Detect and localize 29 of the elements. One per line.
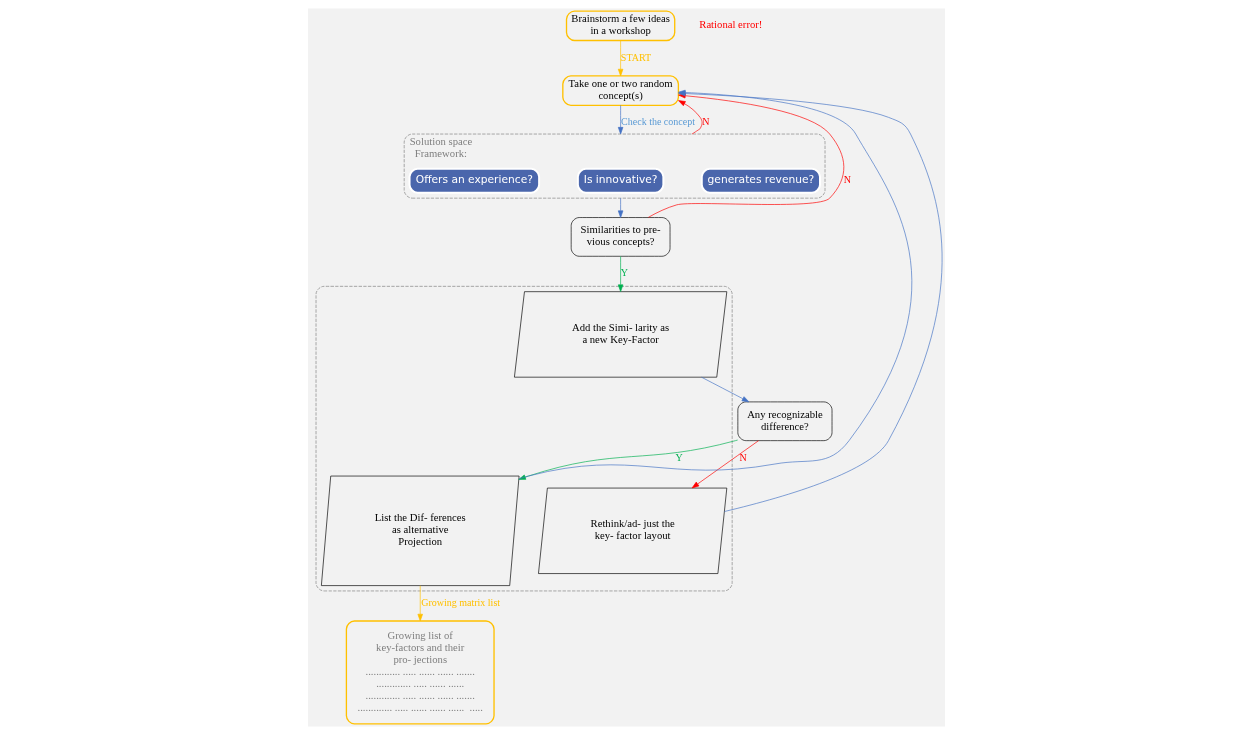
node-box: Brainstorm a few ideas in a workshop xyxy=(565,10,676,42)
arrow xyxy=(617,256,624,292)
node-box: Any recognizable difference? xyxy=(737,401,833,441)
arrow xyxy=(417,585,423,622)
edge-label: Check the concept xyxy=(621,116,695,128)
edge-label: N xyxy=(702,116,710,128)
edge-label: Y xyxy=(675,451,683,463)
node-box: Offers an experience? xyxy=(408,167,541,194)
edge-label: Y xyxy=(620,267,628,279)
arrow xyxy=(518,439,738,480)
node-box: Take one or two random concept(s) xyxy=(562,75,680,106)
node-box: Add the Simi- larity as a new Key-Factor xyxy=(514,291,728,378)
node-box: generates revenue? xyxy=(700,167,821,194)
node-box: List the Dif- ferences as alternative Projection xyxy=(321,475,520,586)
arrow xyxy=(617,197,624,218)
arrow xyxy=(701,376,750,403)
node-box: Growing list of key-factors and their pro- jections ............. ..... ...... ...... ....... ............. ..... ...... ...... ............. ..... ...... ...... ....... ............. ..... ...... ...... ...... ..... xyxy=(345,620,495,725)
label: Rational error! xyxy=(699,18,763,31)
edge-label: START xyxy=(620,51,652,63)
arrow xyxy=(617,105,624,135)
node-box: Is innovative? xyxy=(576,167,665,194)
edge-label: N xyxy=(739,451,747,463)
arrow xyxy=(678,100,703,135)
node-box: Similarities to pre- vious concepts? xyxy=(570,217,671,257)
edge-label: Growing matrix list xyxy=(421,596,501,608)
edge-label: N xyxy=(843,174,852,186)
arrow xyxy=(691,440,759,489)
node-box: Rethink/ad- just the key- factor layout xyxy=(538,487,728,574)
arrow xyxy=(617,40,624,77)
